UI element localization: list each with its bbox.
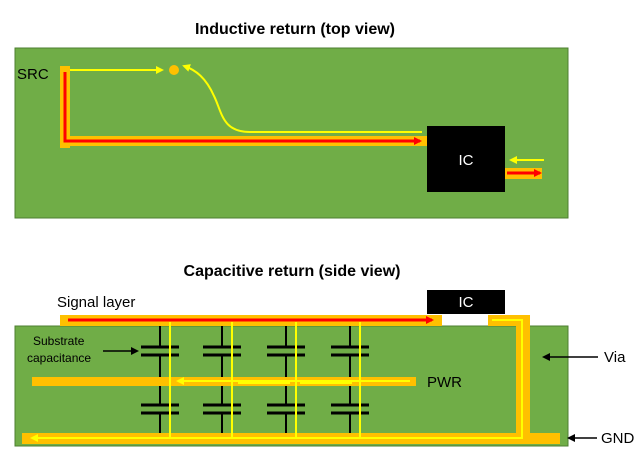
signal-path-top	[63, 72, 422, 145]
via-label: Via	[604, 349, 626, 366]
substrate-label-line2: capacitance	[27, 351, 91, 365]
return-node	[169, 65, 179, 75]
capacitor-group	[141, 326, 369, 433]
capacitor-col-1	[141, 326, 179, 433]
signal-layer-label: Signal layer	[57, 294, 135, 311]
capacitor-col-2	[203, 326, 241, 433]
ic-top-label: IC	[459, 152, 474, 169]
substrate-label-line1: Substrate	[33, 334, 85, 348]
return-path-side	[30, 319, 523, 442]
ic-side-label: IC	[459, 294, 474, 311]
capacitor-col-4	[331, 326, 369, 433]
gnd-label: GND	[601, 430, 635, 447]
return-path-top-curve	[182, 64, 422, 133]
ic-top	[427, 126, 505, 192]
side-view-title: Capacitive return (side view)	[184, 263, 401, 280]
capacitor-col-3	[267, 326, 305, 433]
ic-side	[427, 290, 505, 314]
src-label: SRC	[17, 66, 49, 83]
pwr-label: PWR	[427, 374, 462, 391]
top-view-title: Inductive return (top view)	[195, 21, 395, 38]
